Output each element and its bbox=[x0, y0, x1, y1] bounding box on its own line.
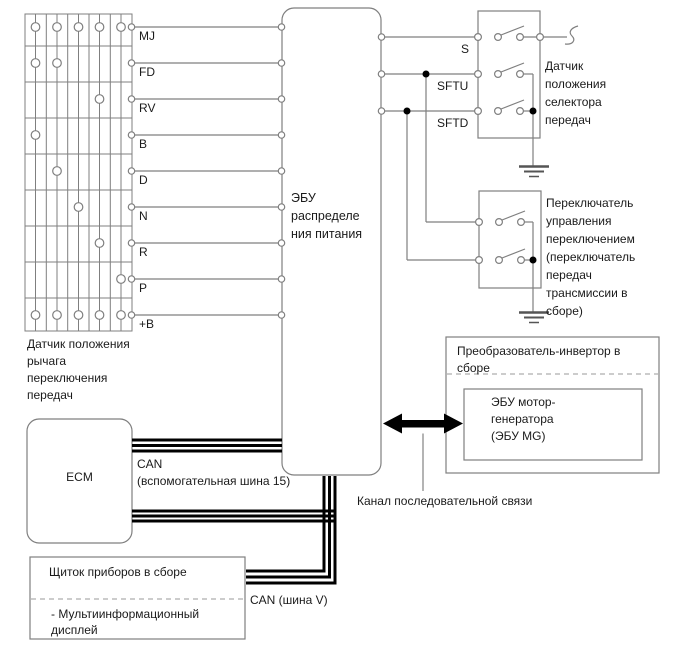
grid-terminal bbox=[127, 239, 136, 247]
matrix-contact bbox=[30, 310, 41, 320]
ground-symbol-1 bbox=[519, 165, 549, 178]
inverter-assembly-box bbox=[445, 336, 660, 474]
power-ecu-label: ЭБУ распределе ния питания bbox=[291, 191, 363, 241]
matrix-contact bbox=[52, 22, 62, 32]
matrix-contact bbox=[73, 202, 84, 212]
inverter-title: Преобразователь-инвертор в сборе bbox=[457, 344, 621, 375]
pin-label-D: D bbox=[139, 173, 148, 187]
selector-sensor-box bbox=[477, 10, 567, 166]
ecm-label: ECM bbox=[66, 470, 93, 484]
ecu-terminal bbox=[277, 95, 286, 103]
grid-terminal bbox=[127, 167, 136, 175]
matrix-contact bbox=[52, 310, 62, 320]
pin-label-MJ: MJ bbox=[139, 29, 155, 43]
instrument-panel-item: - Мультиинформационный дисплей bbox=[51, 607, 200, 637]
lever-sensor-label: Датчик положения рычага переключения пер… bbox=[27, 337, 130, 402]
matrix-contact bbox=[73, 310, 84, 320]
matrix-contact bbox=[30, 22, 41, 32]
ecu-terminal bbox=[277, 131, 286, 139]
matrix-contact bbox=[116, 310, 126, 320]
matrix-contact bbox=[30, 130, 41, 140]
pin-label-R: R bbox=[139, 245, 148, 259]
junction-dots bbox=[403, 70, 537, 264]
can-bus-lines bbox=[132, 438, 337, 585]
ecm-box bbox=[26, 418, 133, 544]
pin-label-FD: FD bbox=[139, 65, 155, 79]
pin-label-B: B bbox=[139, 137, 148, 151]
serial-link-label: Канал последовательной связи bbox=[357, 494, 533, 508]
selector-sensor-label: Датчик положения селектора передач bbox=[545, 59, 607, 127]
pin-label-SFTD: SFTD bbox=[437, 116, 469, 130]
matrix-contact bbox=[94, 310, 105, 320]
matrix-contact bbox=[94, 94, 105, 104]
matrix-contact bbox=[30, 58, 41, 68]
mg-ecu-label: ЭБУ мотор- генератора (ЭБУ MG) bbox=[491, 395, 556, 443]
matrix-contact bbox=[116, 22, 126, 32]
serial-link-arrow bbox=[383, 413, 463, 434]
ground-symbol-2 bbox=[519, 311, 549, 324]
grid-terminal bbox=[127, 23, 136, 31]
grid-terminal bbox=[127, 59, 136, 67]
ecu-terminal bbox=[277, 311, 286, 319]
matrix-contact bbox=[116, 274, 126, 284]
pin-label-+B: +B bbox=[139, 317, 155, 331]
wire-break-symbol bbox=[564, 25, 579, 45]
grid-terminal bbox=[127, 311, 136, 319]
shift-control-switch-box bbox=[478, 190, 542, 312]
matrix-contact bbox=[52, 58, 62, 68]
selector-sensor-wires bbox=[381, 36, 479, 261]
grid-terminal bbox=[127, 95, 136, 103]
shift-switch-label: Переключатель управления переключением (… bbox=[546, 196, 636, 318]
matrix-contact bbox=[73, 22, 84, 32]
ecu-terminal bbox=[277, 239, 286, 247]
pin-label-N: N bbox=[139, 209, 148, 223]
can-v-label: CAN (шина V) bbox=[250, 593, 328, 607]
instrument-panel-title: Щиток приборов в сборе bbox=[49, 565, 187, 579]
grid-terminal bbox=[127, 275, 136, 283]
ecu-terminal bbox=[277, 203, 286, 211]
pin-label-RV: RV bbox=[139, 101, 156, 115]
can-aux-label: CAN (вспомогательная шина 15) bbox=[137, 457, 291, 488]
grid-terminal bbox=[127, 203, 136, 211]
switch-contacts bbox=[377, 32, 544, 265]
grid-terminal bbox=[127, 131, 136, 139]
pin-label-SFTU: SFTU bbox=[437, 79, 469, 93]
ecu-terminal bbox=[277, 275, 286, 283]
ecu-terminal bbox=[277, 23, 286, 31]
matrix-contact bbox=[94, 238, 105, 248]
matrix-contact bbox=[52, 166, 62, 176]
pin-label-S: S bbox=[461, 42, 470, 56]
pin-label-P: P bbox=[139, 281, 148, 295]
ecu-terminal bbox=[277, 167, 286, 175]
lever-sensor-grid bbox=[24, 13, 133, 332]
pin-wires bbox=[132, 26, 282, 316]
instrument-panel-box bbox=[29, 556, 246, 640]
matrix-contact bbox=[94, 22, 105, 32]
ecu-terminal bbox=[277, 59, 286, 67]
pin-terminals bbox=[30, 22, 286, 320]
